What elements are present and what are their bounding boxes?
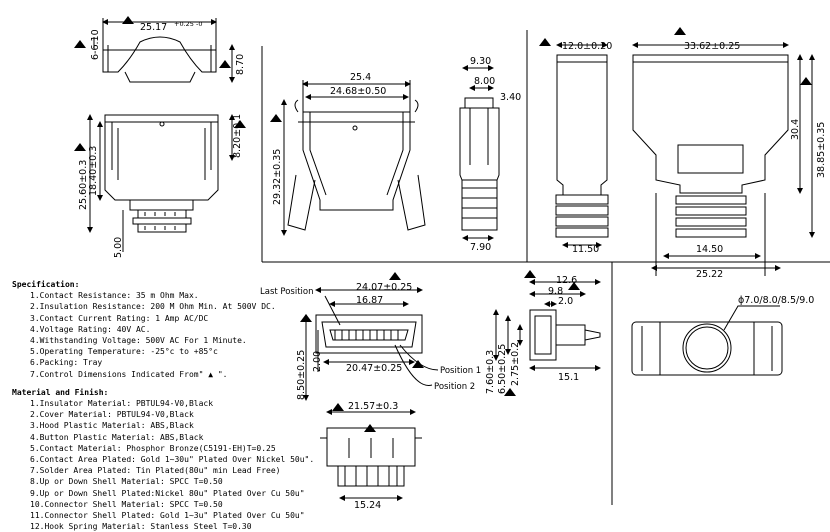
control-mark-icon xyxy=(412,360,424,368)
dim-pin-h-b: 6.50±0.25 xyxy=(497,344,508,394)
material-item: 4.Button Plastic Material: ABS,Black xyxy=(30,432,204,442)
dim-side-c: 3.40 xyxy=(500,92,521,103)
control-mark-icon xyxy=(332,403,344,411)
material-item: 5.Contact Material: Phosphor Bronze(C519… xyxy=(30,443,276,453)
dim-conn-w-a: 24.07±0.25 xyxy=(356,282,412,293)
dim-conn-w-c: 20.47±0.25 xyxy=(346,363,402,374)
dim-bottom-w-a: 21.57±0.3 xyxy=(348,401,398,412)
dim-side-b: 8.00 xyxy=(474,76,495,87)
material-item: 2.Cover Material: PBTUL94-V0,Black xyxy=(30,410,194,420)
control-mark-icon xyxy=(539,38,551,46)
control-mark-icon xyxy=(300,314,312,322)
cable-pin-drawing xyxy=(493,279,601,371)
material-item: 3.Hood Plastic Material: ABS,Black xyxy=(30,421,194,431)
dim-front-height-b: 18.40±0.3 xyxy=(88,146,99,196)
cable-entry-drawing xyxy=(631,305,783,376)
dim-top-height-a: 6-6.10 xyxy=(90,29,101,60)
material-item: 9.Up or Down Shell Plated:Nickel 80u" Pl… xyxy=(30,488,305,498)
connector-face-drawing xyxy=(303,287,439,401)
dim-side-d: 7.90 xyxy=(470,242,491,253)
dim-top-width-tol: +0.25 -0 xyxy=(174,20,202,28)
control-mark-icon xyxy=(219,60,231,68)
control-mark-icon xyxy=(568,282,580,290)
dim-bottom-w-b: 15.24 xyxy=(354,500,381,511)
dim-hood-h-a: 30.4 xyxy=(790,119,801,140)
control-mark-icon xyxy=(74,40,86,48)
control-mark-icon xyxy=(504,388,516,396)
dim-conn-h-a: 8.50±0.25 xyxy=(296,350,307,400)
dim-hood-w-a: 12.0±0.20 xyxy=(562,41,612,52)
material-item: 6.Contact Area Plated: Gold 1~30u" Plate… xyxy=(30,455,315,465)
dim-hood-bot-b: 14.50 xyxy=(696,244,723,255)
label-last-position: Last Position xyxy=(260,287,314,297)
dim-hood-bot-a: 11.50 xyxy=(572,244,599,255)
label-position-2: Position 2 xyxy=(434,382,475,392)
frame-lines xyxy=(261,30,830,505)
spec-item: 6.Packing: Tray xyxy=(30,358,103,368)
dim-mid-width-b: 24.68±0.50 xyxy=(330,86,386,97)
spec-item: 3.Contact Current Rating: 1 Amp AC/DC xyxy=(30,313,209,323)
spec-item: 4.Withstanding Voltage: 500V AC For 1 Mi… xyxy=(30,336,247,346)
middle-view-drawing xyxy=(281,80,426,236)
technical-drawing: 25.17 +0.25 -0 6-6.10 8.70 25.60±0.3 18.… xyxy=(74,16,830,511)
spec-item: 1.Contact Resistance: 35 m Ohm Max. xyxy=(30,291,199,301)
spec-title: Specification: xyxy=(12,280,80,289)
dim-pin-c: 2.0 xyxy=(558,296,573,307)
spec-item: 2.Insulation Resistance: 200 M Ohm Min. … xyxy=(30,302,276,312)
dim-conn-h-b: 2.00 xyxy=(312,351,323,372)
control-mark-icon xyxy=(74,143,86,151)
dim-hood-w-b: 33.62±0.25 xyxy=(684,41,740,52)
bottom-contact-drawing xyxy=(320,409,422,501)
control-mark-icon xyxy=(800,77,812,85)
control-mark-icon xyxy=(674,27,686,35)
dim-pin-h-c: 2.75±0.2 xyxy=(510,342,521,386)
control-mark-icon xyxy=(122,16,134,24)
material-item: 7.Solder Area Plated: Tin Plated(80u" mi… xyxy=(30,466,281,476)
control-mark-icon xyxy=(234,120,246,128)
material-item: 12.Hook Spring Material: Stanless Steel … xyxy=(30,522,252,532)
dim-conn-w-b: 16.87 xyxy=(356,295,383,306)
side-view-drawing xyxy=(459,65,500,241)
specification-block: Specification: 1.Contact Resistance: 35 … xyxy=(12,279,322,532)
dim-pin-h-a: 7.60±0.3 xyxy=(485,350,496,394)
dim-mid-width-a: 25.4 xyxy=(350,72,371,83)
dim-front-bottom: 5.00 xyxy=(113,237,124,258)
dim-top-height-b: 8.70 xyxy=(235,54,246,75)
dim-hood-bot-c: 25.22 xyxy=(696,269,723,280)
dim-pin-a: 12.6 xyxy=(556,275,577,286)
spec-item: 7.Control Dimensions Indicated From" ▲ "… xyxy=(30,369,228,379)
dim-top-width: 25.17 xyxy=(140,22,167,33)
label-position-1: Position 1 xyxy=(440,366,481,376)
top-view-drawing xyxy=(93,18,235,83)
spec-item: 5.Operating Temperature: -25°c to +85°c xyxy=(30,347,218,357)
dim-front-height-c: 8.20±0.1 xyxy=(232,114,243,158)
hood-side-view-drawing xyxy=(555,42,609,248)
control-mark-icon xyxy=(364,424,376,432)
control-mark-icon xyxy=(389,272,401,280)
dim-pin-b: 9.8 xyxy=(548,286,563,297)
material-item: 8.Up or Down Shell Material: SPCC T=0.50 xyxy=(30,477,223,487)
control-mark-icon xyxy=(270,114,282,122)
dim-hood-h-b: 38.85±0.35 xyxy=(816,122,827,178)
front-view-drawing xyxy=(87,114,235,252)
control-mark-icon xyxy=(524,270,536,278)
dim-front-height-a: 25.60±0.3 xyxy=(78,160,89,210)
dim-mid-height: 29.32±0.35 xyxy=(272,149,283,205)
material-title: Material and Finish: xyxy=(12,387,109,397)
dim-pin-d: 15.1 xyxy=(558,372,579,383)
spec-item: 4.Voltage Rating: 40V AC. xyxy=(30,324,151,334)
material-item: 10.Connector Shell Material: SPCC T=0.50 xyxy=(30,499,223,509)
dim-cable-dia: ϕ7.0/8.0/8.5/9.0 xyxy=(738,295,814,306)
material-item: 1.Insulator Material: PBTUL94-V0,Black xyxy=(30,399,214,409)
dim-side-a: 9.30 xyxy=(470,56,491,67)
hood-front-view-drawing xyxy=(632,42,815,276)
